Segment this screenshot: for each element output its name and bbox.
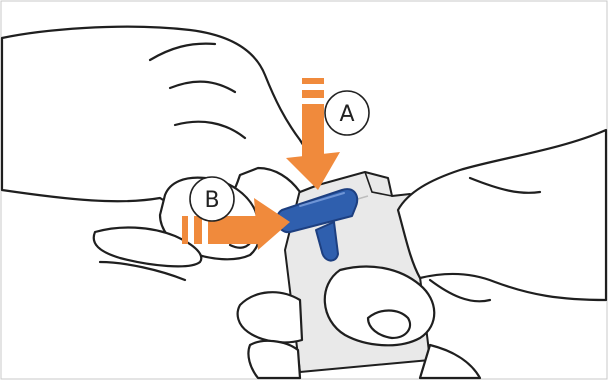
- callout-a: A: [325, 91, 369, 135]
- callout-b: B: [190, 177, 234, 221]
- callout-a-label: A: [339, 102, 354, 127]
- callout-b-label: B: [204, 188, 219, 213]
